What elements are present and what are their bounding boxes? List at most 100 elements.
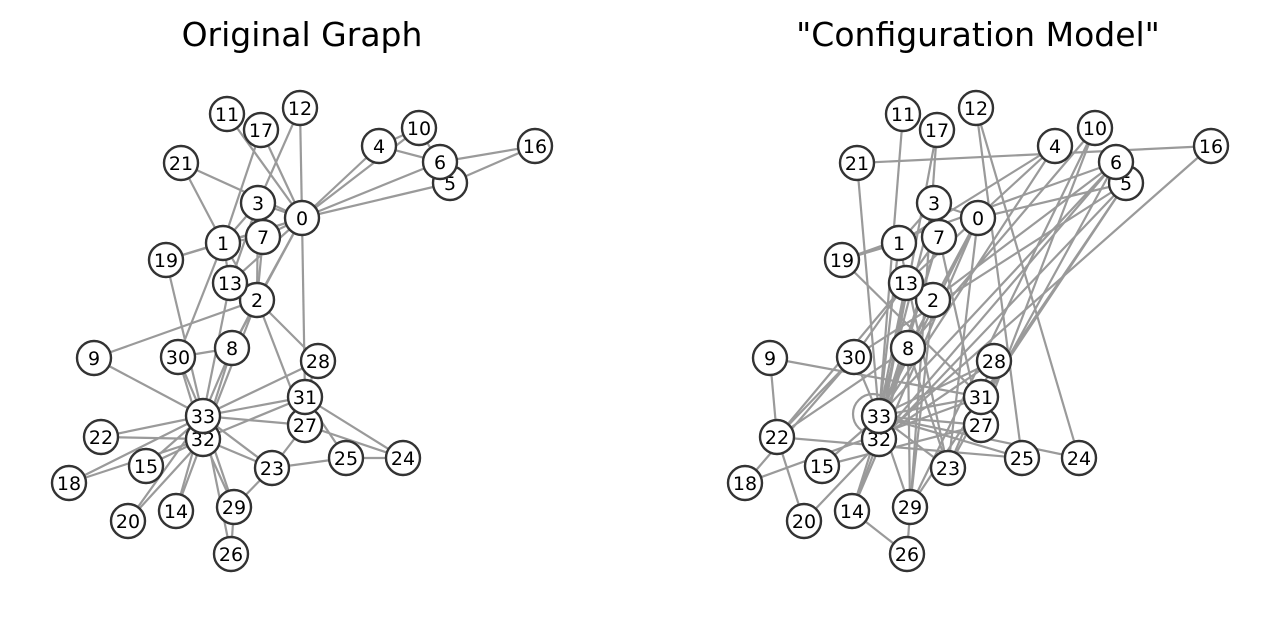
node-label: 8 <box>226 338 238 360</box>
node-circle <box>211 264 249 302</box>
graph-node-12: 12 <box>281 89 319 127</box>
node-label: 29 <box>222 497 246 519</box>
node-label: 21 <box>169 153 193 175</box>
node-label: 27 <box>293 415 317 437</box>
node-label: 1 <box>893 233 905 255</box>
node-label: 2 <box>927 290 939 312</box>
node-label: 14 <box>840 501 864 523</box>
graph-node-19: 19 <box>823 241 861 279</box>
node-label: 10 <box>1083 118 1107 140</box>
graph-node-30: 30 <box>835 338 873 376</box>
node-label: 8 <box>902 338 914 360</box>
graph-node-24: 24 <box>384 439 422 477</box>
node-label: 12 <box>288 98 312 120</box>
graph-edge <box>932 161 1117 301</box>
node-label: 16 <box>1199 136 1223 158</box>
node-circle <box>975 342 1013 380</box>
node-circle <box>157 492 195 530</box>
node-circle <box>127 447 165 485</box>
graph-edge <box>850 236 941 512</box>
graph-edge <box>298 107 304 219</box>
graph-node-33: 33 <box>860 397 898 435</box>
node-label: 26 <box>219 544 243 566</box>
node-label: 19 <box>830 250 854 272</box>
graph-edge <box>974 107 1081 459</box>
graph-node-28: 28 <box>299 342 337 380</box>
node-label: 7 <box>933 227 945 249</box>
graph-node-4: 4 <box>1036 127 1074 165</box>
graph-node-11: 11 <box>208 95 246 133</box>
node-label: 31 <box>293 387 317 409</box>
node-label: 6 <box>1110 152 1122 174</box>
graph-edge <box>221 129 263 244</box>
node-circle <box>50 464 88 502</box>
node-label: 4 <box>373 136 385 158</box>
graph-node-13: 13 <box>887 264 925 302</box>
graph-edge <box>856 144 1212 165</box>
node-circle <box>516 127 554 165</box>
graph-node-9: 9 <box>751 339 789 377</box>
node-label: 18 <box>733 473 757 495</box>
node-circle <box>860 397 898 435</box>
node-label: 32 <box>867 429 891 451</box>
node-circle <box>184 397 222 435</box>
left-panel-title: Original Graph <box>182 15 423 54</box>
graph-edge <box>301 127 420 219</box>
node-label: 15 <box>134 456 158 478</box>
node-circle <box>244 218 282 256</box>
graph-node-25: 25 <box>327 439 365 477</box>
node-label: 2 <box>251 290 263 312</box>
graph-node-10: 10 <box>1076 109 1114 147</box>
node-label: 24 <box>1067 448 1091 470</box>
graph-node-31: 31 <box>286 378 324 416</box>
node-circle <box>208 95 246 133</box>
node-label: 10 <box>407 118 431 140</box>
node-label: 15 <box>810 456 834 478</box>
graph-node-27: 27 <box>962 406 1000 444</box>
graph-node-15: 15 <box>803 447 841 485</box>
graph-node-16: 16 <box>1192 127 1230 165</box>
graph-node-0: 0 <box>283 199 321 237</box>
node-label: 26 <box>895 544 919 566</box>
graph-node-20: 20 <box>109 502 147 540</box>
node-label: 1 <box>217 233 229 255</box>
node-circle <box>884 95 922 133</box>
graph-node-21: 21 <box>838 144 876 182</box>
node-label: 23 <box>260 458 284 480</box>
node-label: 25 <box>334 448 358 470</box>
graph-edge <box>744 356 855 484</box>
node-circle <box>384 439 422 477</box>
node-label: 13 <box>894 273 918 295</box>
node-label: 12 <box>964 98 988 120</box>
graph-edge <box>164 259 205 417</box>
graph-node-4: 4 <box>360 127 398 165</box>
node-circle <box>147 241 185 279</box>
node-label: 3 <box>252 193 264 215</box>
graph-edge <box>878 360 995 440</box>
graph-node-6: 6 <box>1097 143 1135 181</box>
node-circle <box>162 144 200 182</box>
graph-node-10: 10 <box>400 109 438 147</box>
node-circle <box>1192 127 1230 165</box>
node-label: 0 <box>972 208 984 230</box>
graph-node-17: 17 <box>918 111 956 149</box>
node-circle <box>1097 143 1135 181</box>
graph-node-14: 14 <box>833 492 871 530</box>
node-label: 24 <box>391 448 415 470</box>
node-circle <box>957 89 995 127</box>
graph-node-15: 15 <box>127 447 165 485</box>
graph-node-19: 19 <box>147 241 185 279</box>
graph-edge <box>93 357 204 417</box>
graph-node-26: 26 <box>888 535 926 573</box>
node-circle <box>204 224 242 262</box>
node-circle <box>920 218 958 256</box>
node-label: 33 <box>191 406 215 428</box>
graph-node-3: 3 <box>915 184 953 222</box>
node-circle <box>891 488 929 526</box>
node-circle <box>238 281 276 319</box>
graph-node-20: 20 <box>785 502 823 540</box>
node-label: 32 <box>191 429 215 451</box>
node-circle <box>887 264 925 302</box>
